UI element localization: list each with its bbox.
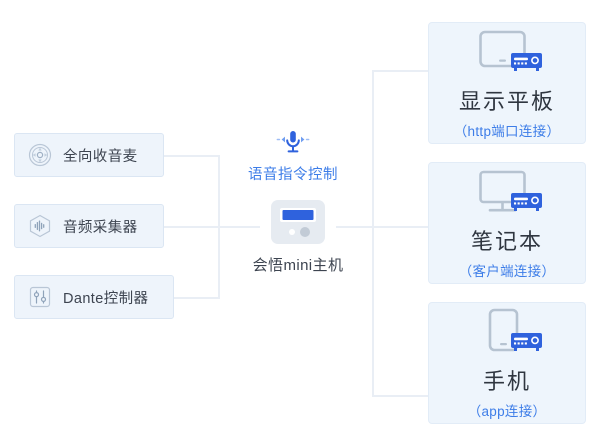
- endpoint-subtitle: （app连接）: [467, 404, 547, 419]
- connector-line-source-2: [164, 226, 220, 228]
- network-device-icon: [511, 333, 542, 351]
- source-box-dante-controller[interactable]: Dante控制器: [14, 275, 174, 319]
- host-label: 会悟mini主机: [252, 257, 344, 274]
- network-device-icon: [511, 193, 542, 211]
- endpoint-subtitle: （http端口连接）: [453, 124, 561, 139]
- voice-control-label: 语音指令控制: [248, 167, 338, 183]
- omni-microphone-icon: [27, 142, 53, 168]
- endpoint-title: 显示平板: [458, 89, 555, 114]
- endpoint-card-mobile-phone[interactable]: 手机 （app连接）: [428, 302, 586, 424]
- endpoint-title: 手机: [482, 369, 531, 394]
- laptop-monitor-icon: [468, 166, 546, 218]
- dante-controller-icon: [27, 284, 53, 310]
- mobile-phone-icon: [468, 306, 546, 358]
- connector-line-endpoint-1: [372, 70, 430, 72]
- endpoint-subtitle: （客户端连接）: [458, 264, 556, 279]
- connector-line-endpoint-3: [372, 395, 430, 397]
- source-label: 全向收音麦: [63, 148, 138, 165]
- connector-line-source-3: [164, 297, 220, 299]
- audio-capture-icon: [27, 213, 53, 239]
- endpoint-card-display-tablet[interactable]: 显示平板 （http端口连接）: [428, 22, 586, 144]
- microphone-icon: [232, 126, 354, 160]
- connector-line-endpoint-2: [372, 226, 430, 228]
- endpoint-card-laptop[interactable]: 笔记本 （客户端连接）: [428, 162, 586, 284]
- network-device-icon: [511, 53, 542, 71]
- host-node[interactable]: 会悟mini主机: [248, 198, 348, 275]
- source-label: Dante控制器: [63, 290, 149, 307]
- connector-line-left-to-host: [218, 226, 260, 228]
- endpoint-title: 笔记本: [470, 229, 543, 254]
- source-box-audio-capture[interactable]: 音频采集器: [14, 204, 164, 248]
- mini-host-device-icon: [248, 198, 348, 246]
- tablet-display-icon: [468, 26, 546, 78]
- connector-line-source-1: [164, 155, 220, 157]
- connector-line-right-bus: [372, 70, 374, 396]
- source-label: 音频采集器: [63, 219, 138, 236]
- voice-command-control: 语音指令控制: [232, 126, 354, 184]
- connector-line-host-to-right: [336, 226, 374, 228]
- source-box-omni-microphone[interactable]: 全向收音麦: [14, 133, 164, 177]
